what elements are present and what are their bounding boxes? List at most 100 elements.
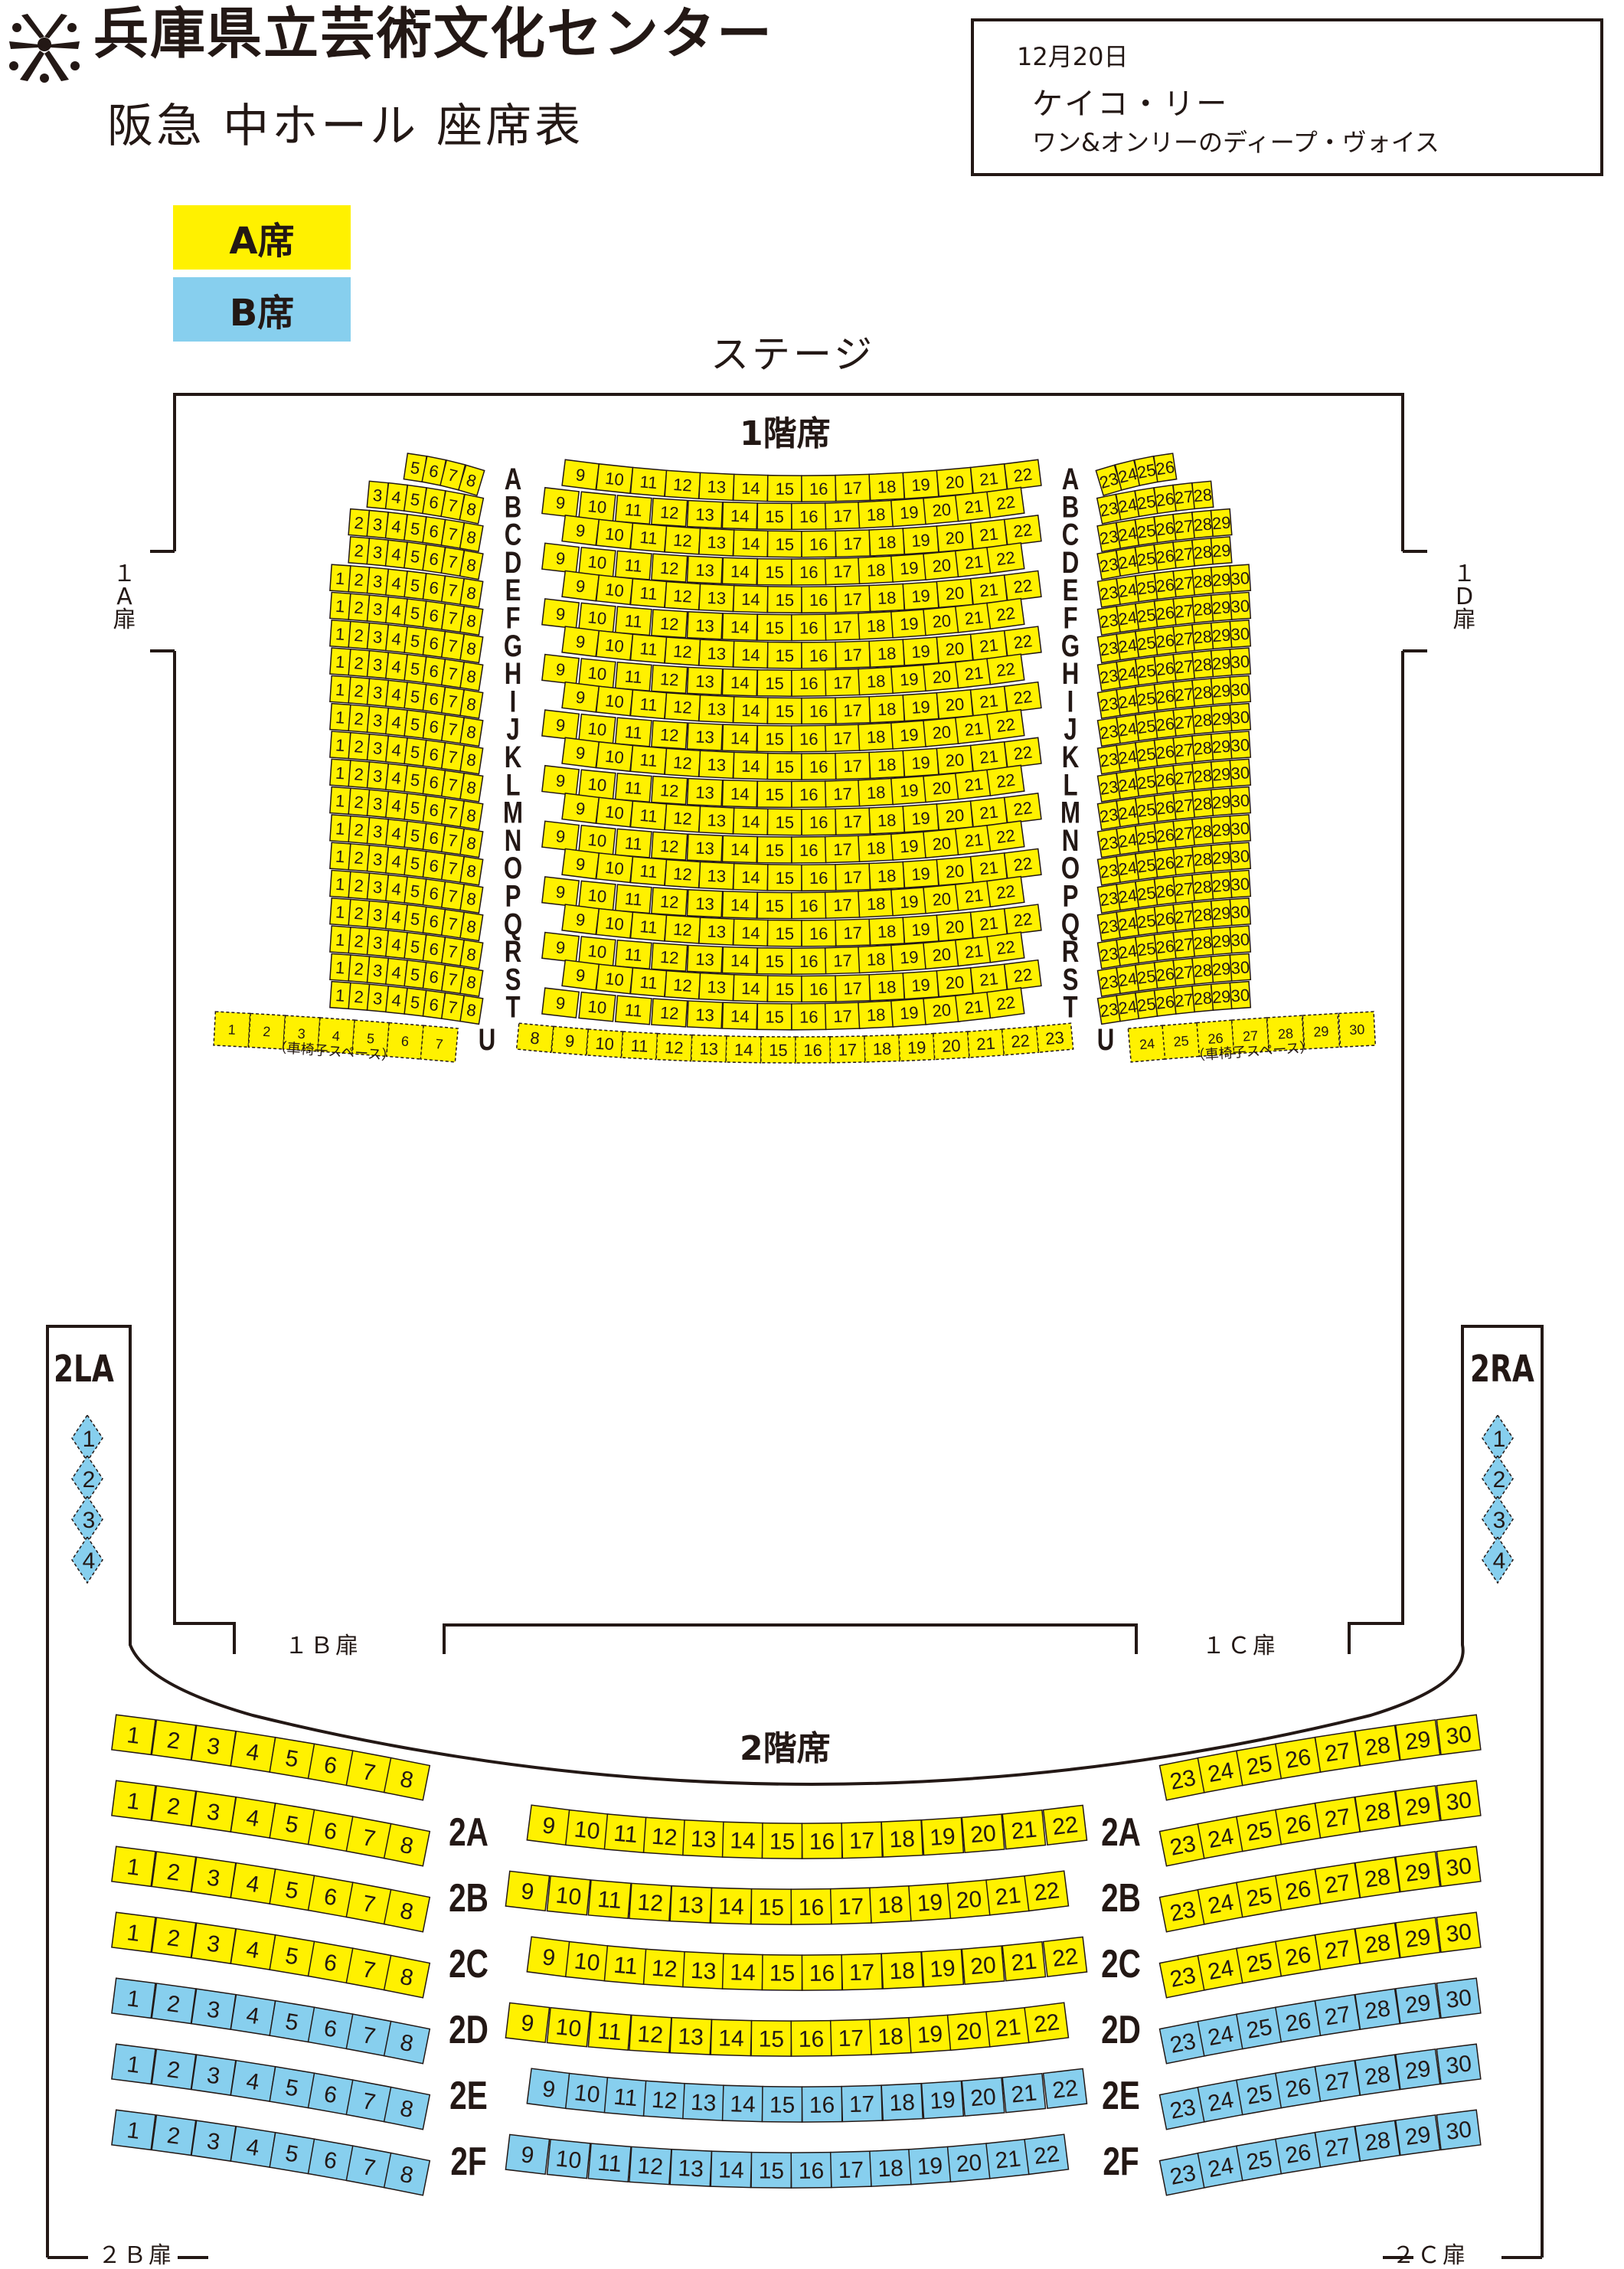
seat[interactable]: 12 xyxy=(642,2080,687,2120)
seat[interactable]: 5 xyxy=(403,541,427,571)
seat[interactable]: 22 xyxy=(1024,1870,1070,1912)
seat[interactable]: 20 xyxy=(946,2143,992,2183)
seat[interactable]: 29 xyxy=(1394,1983,1441,2025)
seat[interactable]: 16 xyxy=(790,780,827,809)
seat[interactable]: 16 xyxy=(790,1002,827,1031)
seat[interactable]: 19 xyxy=(890,998,928,1028)
seat[interactable]: 28 xyxy=(1191,678,1214,707)
seat[interactable]: 8 xyxy=(459,995,484,1025)
seat[interactable]: 7 xyxy=(345,1947,393,1991)
seat[interactable]: 15 xyxy=(756,669,792,697)
seat[interactable]: 8 xyxy=(459,577,484,608)
seat[interactable]: 17 xyxy=(824,1002,861,1031)
seat[interactable]: 17 xyxy=(824,724,861,753)
seat[interactable]: 3 xyxy=(366,594,390,624)
seat[interactable]: 15 xyxy=(756,780,792,809)
seat[interactable]: 27 xyxy=(1172,652,1196,682)
seat[interactable]: 18 xyxy=(868,472,905,502)
seat[interactable]: 11 xyxy=(614,661,652,691)
seat[interactable]: 15 xyxy=(756,835,792,864)
seat[interactable]: 15 xyxy=(750,1888,792,1925)
seat[interactable]: 7 xyxy=(345,1816,393,1859)
seat[interactable]: 27 xyxy=(1314,1730,1361,1773)
seat[interactable]: 30 xyxy=(1229,842,1252,871)
seat[interactable]: 26 xyxy=(1153,960,1177,989)
seat[interactable]: 7 xyxy=(440,603,465,633)
seat[interactable]: 16 xyxy=(790,947,827,975)
seat[interactable]: 6 xyxy=(422,822,446,853)
seat[interactable]: 1 xyxy=(329,869,351,898)
seat[interactable]: 28 xyxy=(1191,845,1214,874)
seat[interactable]: 17 xyxy=(841,2084,884,2123)
seat[interactable]: 19 xyxy=(908,2146,952,2186)
seat[interactable]: 25 xyxy=(1135,878,1158,908)
seat[interactable]: 7 xyxy=(440,992,465,1022)
seat[interactable]: 1 xyxy=(329,980,351,1010)
seat[interactable]: 13 xyxy=(686,722,724,751)
seat[interactable]: 1 xyxy=(329,564,351,593)
seat[interactable]: 14 xyxy=(721,1002,758,1031)
seat[interactable]: 10 xyxy=(578,491,616,522)
seat[interactable]: 3 xyxy=(366,900,390,930)
seat[interactable]: 12 xyxy=(664,469,701,500)
seat[interactable]: 26 xyxy=(1153,765,1177,795)
seat[interactable]: 23 xyxy=(1158,1823,1207,1867)
seat[interactable]: 27 xyxy=(1314,1862,1361,1904)
seat[interactable]: 19 xyxy=(902,858,939,889)
seat[interactable]: 1 xyxy=(111,1977,156,2019)
seat[interactable]: 16 xyxy=(790,2151,832,2189)
seat[interactable]: 12 xyxy=(629,1882,672,1922)
seat[interactable]: 26 xyxy=(1274,1802,1322,1846)
seat[interactable]: 18 xyxy=(868,861,905,891)
seat[interactable]: 29 xyxy=(1210,565,1233,594)
seat[interactable]: 20 xyxy=(923,550,961,580)
seat[interactable]: 19 xyxy=(920,1816,965,1856)
seat[interactable]: 2 xyxy=(151,1917,197,1959)
seat[interactable]: 9 xyxy=(561,626,600,658)
seat[interactable]: 22 xyxy=(986,597,1025,630)
box-seat[interactable]: 4 xyxy=(1482,1535,1514,1584)
seat[interactable]: 13 xyxy=(686,777,724,807)
seat[interactable]: 24 xyxy=(1116,853,1140,884)
seat[interactable]: 1 xyxy=(329,731,351,760)
seat[interactable]: 8 xyxy=(459,744,484,775)
seat[interactable]: 14 xyxy=(721,1821,764,1859)
seat[interactable]: 29 xyxy=(1210,843,1233,872)
seat[interactable]: 5 xyxy=(269,1868,315,1911)
seat[interactable]: 13 xyxy=(698,472,735,502)
seat[interactable]: 18 xyxy=(868,750,905,780)
seat[interactable]: 6 xyxy=(385,1022,425,1060)
seat[interactable]: 6 xyxy=(422,684,446,714)
seat[interactable]: 8 xyxy=(459,549,484,580)
seat[interactable]: 13 xyxy=(698,750,735,780)
seat[interactable]: 24 xyxy=(1197,2079,1244,2123)
seat[interactable]: 22 xyxy=(986,542,1025,574)
seat[interactable]: 5 xyxy=(404,987,427,1017)
seat[interactable]: 6 xyxy=(422,544,446,574)
seat[interactable]: 12 xyxy=(664,636,701,666)
seat[interactable]: 16 xyxy=(801,641,837,669)
seat[interactable]: 20 xyxy=(932,1031,970,1061)
seat[interactable]: 24 xyxy=(1115,490,1140,521)
seat[interactable]: 1 xyxy=(329,758,351,787)
seat[interactable]: 2 xyxy=(151,1983,197,2025)
seat[interactable]: 11 xyxy=(587,2143,632,2182)
seat[interactable]: 16 xyxy=(790,724,827,753)
seat[interactable]: 12 xyxy=(664,969,701,1000)
seat[interactable]: 8 xyxy=(383,2020,431,2065)
seat[interactable]: 8 xyxy=(459,717,484,747)
seat[interactable]: 21 xyxy=(954,880,993,911)
seat[interactable]: 1 xyxy=(213,1011,251,1048)
seat[interactable]: 6 xyxy=(421,487,446,518)
seat[interactable]: 15 xyxy=(756,947,792,975)
seat[interactable]: 8 xyxy=(459,800,484,831)
seat[interactable]: 25 xyxy=(1235,1743,1283,1787)
seat[interactable]: 5 xyxy=(404,682,427,711)
seat[interactable]: 17 xyxy=(829,1035,866,1064)
seat[interactable]: 4 xyxy=(384,901,408,932)
seat[interactable]: 26 xyxy=(1274,1999,1322,2043)
seat[interactable]: 15 xyxy=(756,502,792,531)
seat[interactable]: 26 xyxy=(1153,513,1178,544)
seat[interactable]: 14 xyxy=(732,751,769,780)
seat[interactable]: 4 xyxy=(317,1017,355,1054)
